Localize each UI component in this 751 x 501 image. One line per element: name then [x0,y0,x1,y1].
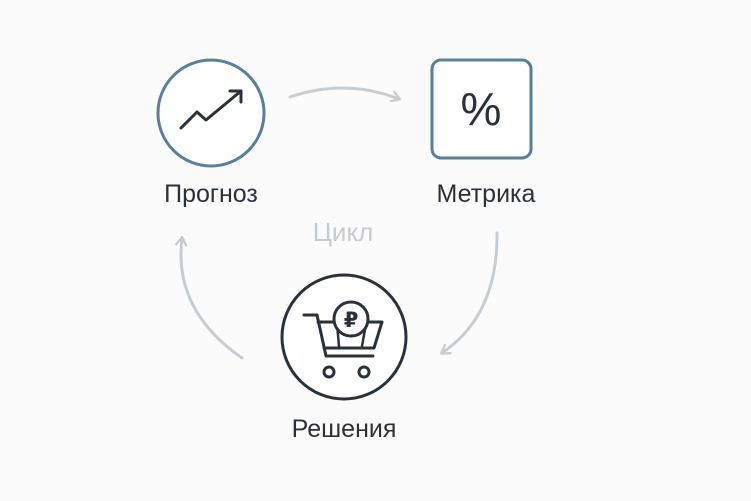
percent-icon: % [461,83,502,135]
arrow-metric-to-decisions [442,231,499,353]
metric-node: % [430,58,533,160]
ruble-symbol: ₽ [344,308,359,332]
shopping-cart-ruble-icon: ₽ [302,300,384,379]
metric-label: Метрика [436,180,536,208]
arrow-decisions-to-forecast [181,238,244,360]
decisions-label: Решения [291,415,397,443]
forecast-label: Прогноз [164,180,258,208]
trend-up-icon [179,89,243,130]
arrow-forecast-to-metric [288,86,399,99]
cycle-label: Цикл [312,217,374,247]
forecast-node [156,58,266,168]
decisions-node: ₽ [280,273,408,401]
